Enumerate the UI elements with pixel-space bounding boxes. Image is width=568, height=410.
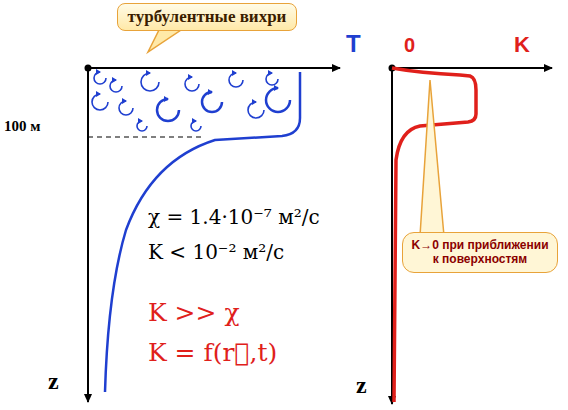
vortex bbox=[92, 94, 108, 110]
formula: K < 10⁻² м²/с bbox=[148, 240, 284, 264]
axis-label: z bbox=[48, 368, 59, 395]
vortex bbox=[157, 99, 179, 121]
vortex bbox=[137, 121, 147, 131]
vortex bbox=[229, 73, 243, 87]
vortex bbox=[266, 73, 278, 85]
vortex bbox=[141, 73, 159, 91]
vortex bbox=[119, 101, 133, 115]
depth-line bbox=[88, 136, 205, 137]
k-axis bbox=[392, 67, 552, 69]
axis-label: z bbox=[356, 372, 367, 399]
vortex bbox=[191, 121, 201, 131]
formula: K = f(r⃗,t) bbox=[148, 338, 277, 367]
vortex bbox=[185, 77, 199, 91]
temperature-profile bbox=[105, 72, 300, 392]
vortex bbox=[110, 80, 122, 92]
vortex bbox=[248, 102, 264, 118]
callout-box: турбулентные вихри bbox=[117, 3, 298, 31]
callout-text: K→0 при приближении к поверхностям bbox=[409, 238, 551, 267]
vortex bbox=[202, 92, 222, 112]
vortex bbox=[266, 88, 290, 112]
formula: K >> χ bbox=[148, 298, 240, 327]
callout-text: турбулентные вихри bbox=[128, 7, 287, 27]
callout-tail bbox=[420, 80, 444, 236]
formula: χ = 1.4·10⁻⁷ м²/с bbox=[148, 205, 320, 229]
vortex-group bbox=[92, 72, 290, 131]
axis-label: T bbox=[346, 30, 361, 58]
callout-box: K→0 при приближении к поверхностям bbox=[402, 232, 558, 273]
depth-label: 100 м bbox=[4, 118, 40, 135]
vortex bbox=[94, 72, 106, 84]
z-axis bbox=[87, 68, 89, 402]
origin-dot bbox=[85, 65, 92, 72]
axis-label: K bbox=[514, 32, 530, 58]
t-axis bbox=[88, 67, 340, 69]
callout-tail bbox=[148, 28, 184, 52]
axis-label: 0 bbox=[404, 34, 415, 57]
